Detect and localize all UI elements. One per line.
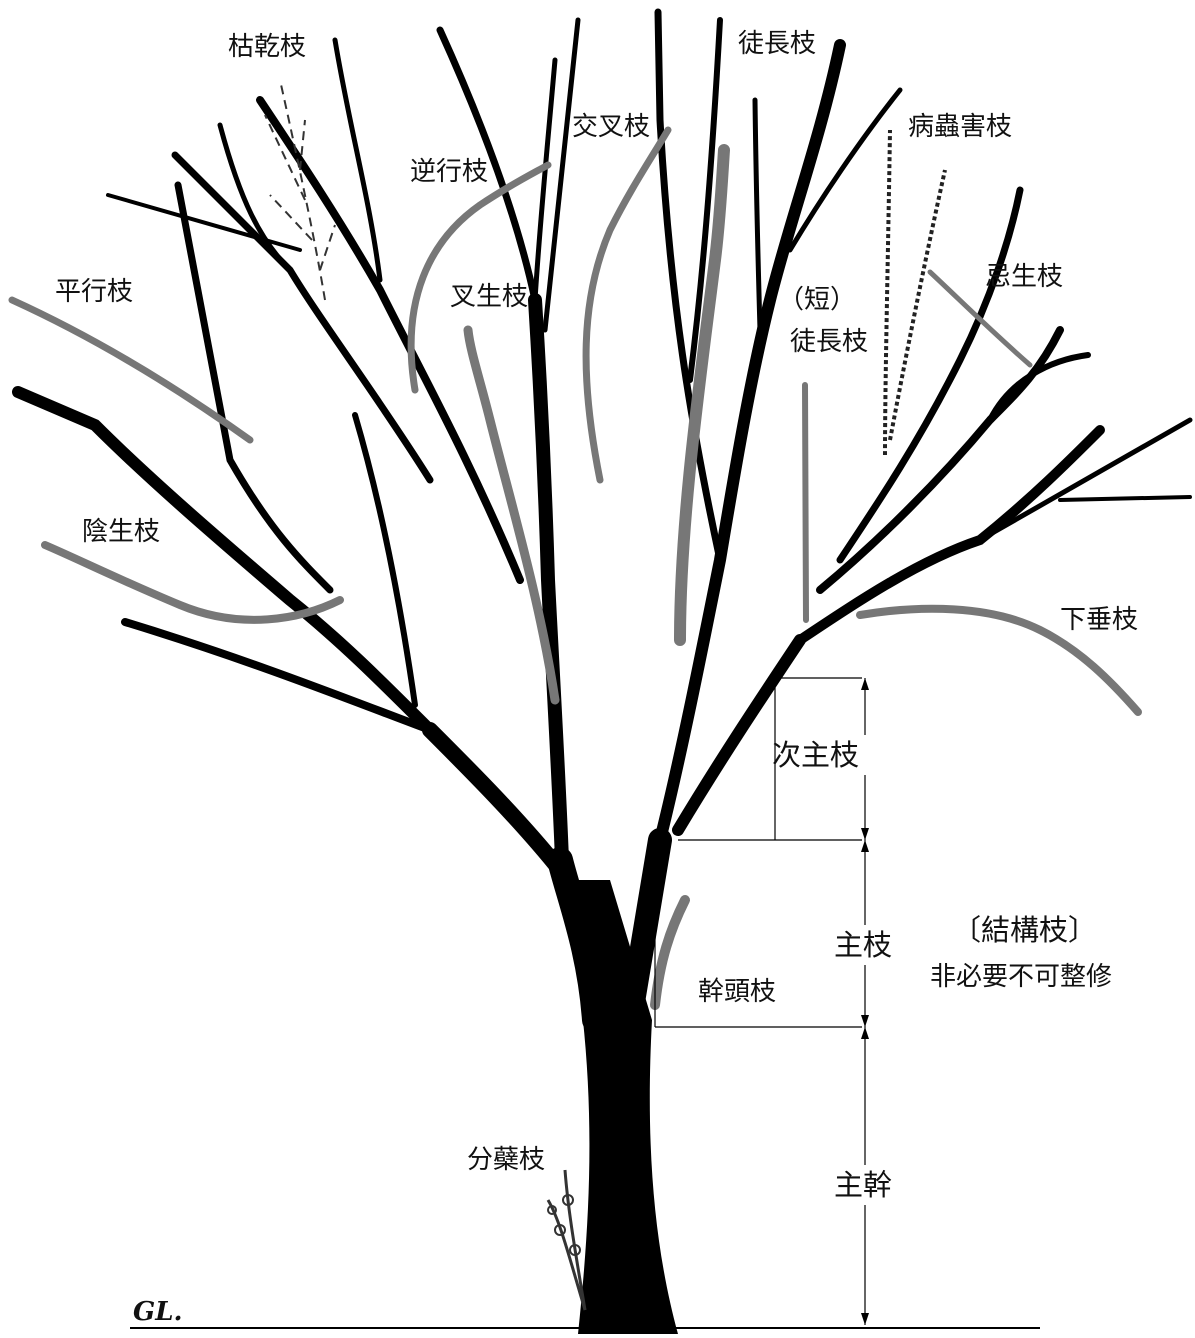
label-structural-desc: 非必要不可整修 bbox=[930, 962, 1112, 992]
forked-branch-shape bbox=[463, 325, 560, 705]
diseased-branch-shape bbox=[883, 129, 947, 456]
label-parallel-branch: 平行枝 bbox=[55, 277, 133, 307]
water-sprout-hatch bbox=[674, 144, 730, 646]
taboo-branch-shape bbox=[927, 269, 1033, 368]
label-reverse-branch: 逆行枝 bbox=[410, 157, 488, 187]
label-structural-note: 〔結構枝〕 bbox=[952, 913, 1097, 947]
label-forked-branch: 叉生枝 bbox=[450, 282, 528, 312]
parallel-branch-shape bbox=[8, 296, 254, 444]
label-secondary-main-branch: 次主枝 bbox=[772, 738, 859, 772]
structural-branches bbox=[12, 8, 1193, 1033]
label-sucker-branch: 分蘗枝 bbox=[467, 1145, 545, 1175]
shade-branch-shape bbox=[41, 541, 344, 624]
label-trunk-head-branch: 幹頭枝 bbox=[698, 977, 776, 1007]
label-drooping-branch: 下垂枝 bbox=[1060, 605, 1138, 635]
label-short-water-sprout: 徒長枝 bbox=[790, 327, 868, 357]
label-diseased-branch: 病蟲害枝 bbox=[908, 112, 1012, 142]
label-water-sprout: 徒長枝 bbox=[738, 29, 816, 59]
label-ground-line: GL. bbox=[133, 1297, 183, 1327]
drooping-branch-shape bbox=[856, 604, 1142, 716]
short-water-sprout-shape bbox=[802, 382, 809, 623]
trunk-head-branch-shape bbox=[650, 895, 690, 1010]
label-shade-branch: 陰生枝 bbox=[82, 517, 160, 547]
label-crossing-branch: 交叉枝 bbox=[572, 112, 650, 142]
label-dead-branch: 枯乾枝 bbox=[228, 32, 306, 62]
problem-branches bbox=[8, 126, 1142, 1010]
label-main-branch: 主枝 bbox=[834, 928, 892, 962]
reverse-branch-shape bbox=[407, 161, 552, 394]
sucker-branch-shape bbox=[546, 1169, 587, 1311]
dimension-lines bbox=[654, 677, 869, 1325]
label-taboo-branch: 忌生枝 bbox=[985, 262, 1063, 292]
dead-branch-shape bbox=[264, 79, 336, 301]
label-main-trunk: 主幹 bbox=[834, 1168, 892, 1202]
label-short-water-sprout-prefix: （短） bbox=[778, 285, 856, 315]
crossing-branch-shape bbox=[582, 126, 672, 484]
